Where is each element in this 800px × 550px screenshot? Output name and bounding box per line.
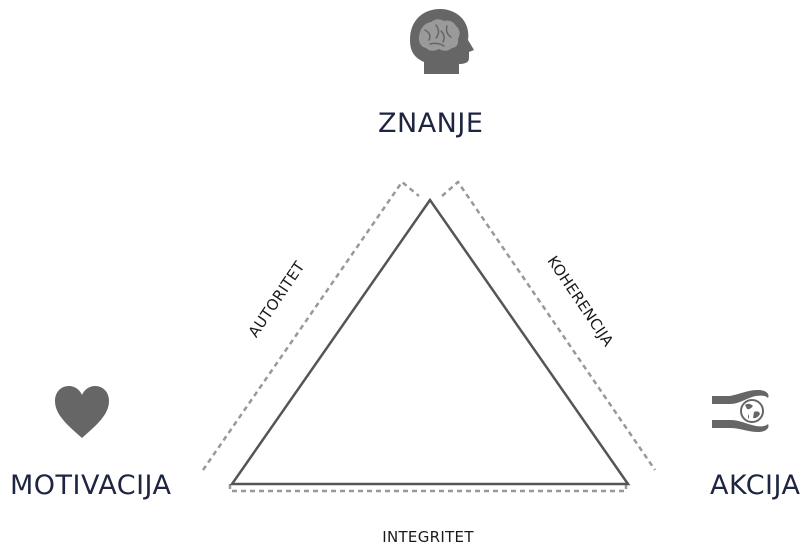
hands-globe-icon — [712, 390, 769, 432]
dashed-border-right — [441, 180, 657, 471]
node-label-znanje: ZNANJE — [378, 108, 484, 139]
edge-label-integritet: INTEGRITET — [382, 528, 474, 546]
dashed-border-bottom — [228, 484, 628, 493]
node-label-motivacija: MOTIVACIJA — [10, 470, 172, 501]
dashed-border-left — [201, 180, 420, 471]
heart-icon — [55, 386, 109, 438]
main-triangle — [229, 197, 631, 486]
node-label-akcija: AKCIJA — [710, 470, 800, 501]
brain-head-icon — [410, 9, 474, 75]
